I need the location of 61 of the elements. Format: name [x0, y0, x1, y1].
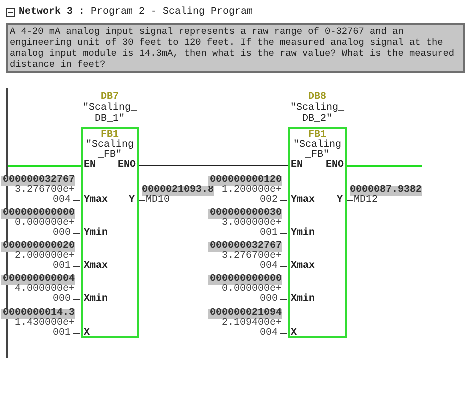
exponent-value: 001: [52, 329, 71, 339]
actual-value: 000000021094: [208, 309, 282, 319]
actual-value: 000000032767: [208, 242, 282, 252]
output-value: 0000021093.8: [142, 186, 214, 196]
float-value: 3.000000e+: [220, 219, 282, 229]
float-value: 2.109400e+: [220, 319, 282, 329]
actual-value: 000000000030: [208, 209, 282, 219]
exponent-value: 001: [258, 229, 278, 239]
pin-label: Xmax: [84, 262, 108, 272]
exponent-value: 002: [258, 196, 278, 206]
exponent-value: 004: [52, 196, 71, 206]
pin-label: Ymax: [291, 196, 316, 206]
block-name: "Scaling _FB": [86, 141, 134, 161]
instance-name: "Scaling_ DB_1": [82, 103, 138, 125]
actual-value: 000000032767: [1, 176, 75, 186]
pin-label: EN: [84, 161, 96, 171]
block-type: FB1: [308, 131, 326, 141]
pin-label: Ymin: [291, 229, 316, 239]
pin-label: EN: [291, 161, 304, 171]
block-type: FB1: [100, 131, 119, 141]
output-address: MD10: [146, 196, 170, 206]
actual-value: 000000000000: [208, 275, 282, 285]
pin-label: Y: [128, 196, 135, 206]
instance-name: "Scaling_ DB_2": [289, 103, 346, 125]
pin-label: Ymax: [84, 196, 108, 206]
output-value: 0000087.9382: [350, 186, 422, 196]
actual-value: 0000000014.3: [1, 309, 75, 319]
exponent-value: 000: [52, 229, 71, 239]
actual-value: 000000000004: [1, 275, 75, 285]
exponent-value: 000: [52, 295, 71, 305]
pin-label: X: [84, 329, 90, 339]
pin-label: Y: [336, 196, 343, 206]
instance-label: DB8: [308, 93, 326, 103]
pin-label: Xmin: [84, 295, 108, 305]
block-name: "Scaling _FB": [293, 141, 342, 161]
pin-label: Ymin: [84, 229, 108, 239]
rung-line: [347, 165, 422, 167]
exponent-value: 004: [258, 262, 278, 272]
comment-box: A 4-20 mA analog input signal represents a raw range of 0-32767 and an engineering unit of 30 feet to 120 feet. If the measured analog signal at the analog input module is 14.3mA, then what is the raw value? What is the measured distance in feet?: [6, 23, 465, 73]
float-value: 2.000000e+: [14, 252, 75, 262]
pin-label: Xmax: [291, 262, 316, 272]
float-value: 3.276700e+: [14, 186, 75, 196]
instance-label: DB7: [100, 93, 119, 103]
output-address: MD12: [354, 196, 378, 206]
actual-value: 000000000120: [208, 176, 282, 186]
pin-label: Xmin: [291, 295, 316, 305]
exponent-value: 001: [52, 262, 71, 272]
pin-label: X: [291, 329, 298, 339]
network-title: Network 3 : Program 2 - Scaling Program: [19, 7, 254, 19]
exponent-value: 004: [258, 329, 278, 339]
float-value: 0.000000e+: [14, 219, 75, 229]
float-value: 4.000000e+: [14, 285, 75, 295]
exponent-value: 000: [258, 295, 278, 305]
pin-label: ENO: [118, 161, 136, 171]
pin-label: ENO: [326, 161, 344, 171]
float-value: 1.430000e+: [14, 319, 75, 329]
rung-line: [8, 165, 81, 167]
float-value: 3.276700e+: [220, 252, 282, 262]
actual-value: 000000000000: [1, 209, 75, 219]
float-value: 0.000000e+: [220, 285, 282, 295]
actual-value: 000000000020: [1, 242, 75, 252]
